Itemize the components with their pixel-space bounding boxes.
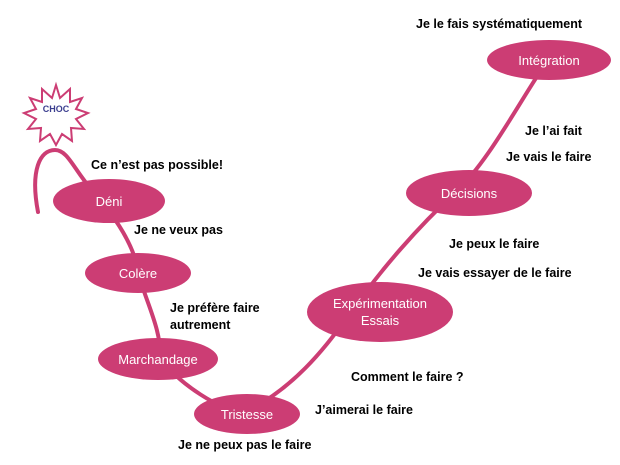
stage-decisions: Décisions xyxy=(406,170,532,216)
stage-experimentation: Expérimentation Essais xyxy=(307,282,453,342)
note-prefere: Je préfère faire autrement xyxy=(170,300,260,334)
stage-colere: Colère xyxy=(85,253,191,293)
stage-colere-label: Colère xyxy=(118,265,158,281)
note-comment: Comment le faire ? xyxy=(351,370,464,384)
stage-integration: Intégration xyxy=(487,40,611,80)
note-prefere-line2: autrement xyxy=(170,318,231,332)
choc-burst-shape xyxy=(21,81,91,148)
note-vais-faire: Je vais le faire xyxy=(506,150,592,164)
stage-experimentation-label-line2: Essais xyxy=(360,313,400,328)
note-peux-pas: Je ne peux pas le faire xyxy=(178,438,312,452)
note-aimerai: J’aimerai le faire xyxy=(315,403,413,417)
choc-label: CHOC xyxy=(42,104,70,114)
note-ai-fait: Je l’ai fait xyxy=(525,124,582,138)
stage-deni-label: Déni xyxy=(95,193,123,209)
stage-experimentation-label-line1: Expérimentation xyxy=(333,296,427,311)
note-systematique: Je le fais systématiquement xyxy=(416,17,583,31)
stage-marchandage: Marchandage xyxy=(98,338,218,380)
note-peux: Je peux le faire xyxy=(449,237,540,251)
stage-integration-label: Intégration xyxy=(518,52,580,68)
stage-marchandage-label: Marchandage xyxy=(118,351,198,367)
note-vais-essayer: Je vais essayer de le faire xyxy=(418,266,572,280)
stage-decisions-label: Décisions xyxy=(440,185,498,201)
stage-tristesse-label: Tristesse xyxy=(220,406,274,422)
note-pas-possible: Ce n’est pas possible! xyxy=(91,158,223,172)
note-prefere-line1: Je préfère faire xyxy=(170,301,260,315)
stage-tristesse: Tristesse xyxy=(194,394,300,434)
note-veux-pas: Je ne veux pas xyxy=(134,223,223,237)
stage-deni: Déni xyxy=(53,179,165,223)
